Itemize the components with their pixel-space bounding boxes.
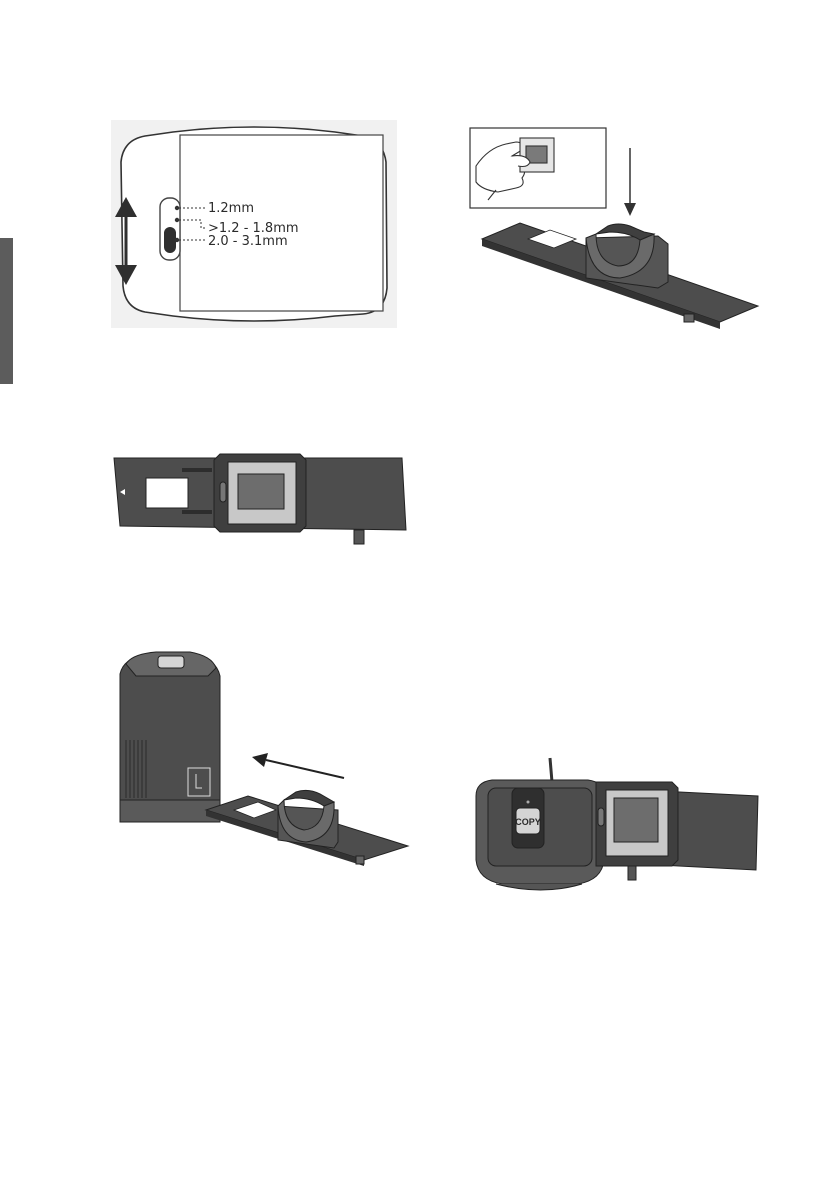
section-side-tab [0,238,13,384]
figure-tray-with-slide [112,452,412,548]
down-arrow-icon [624,148,636,216]
slide-tray [596,782,758,880]
scanner-device [120,652,220,822]
marker-dot-2 [175,218,179,222]
marker-dot-1 [175,206,179,210]
holder-switch [220,482,226,502]
figure-insert-slide-into-tray [468,126,768,336]
thickness-label-3: 2.0 - 3.1mm [208,234,288,249]
tray-opening [146,478,188,508]
tray-rail-bottom [182,510,212,514]
scanner-cable [550,758,552,782]
left-arrow-icon [252,753,344,778]
slide-picture [238,474,284,509]
tray-rail-top [182,468,212,472]
figure-slide-thickness-selector: 1.2mm >1.2 - 1.8mm 2.0 - 3.1mm [111,120,397,328]
copy-button-label: COPY [515,817,541,827]
figure-scanner-top-view: COPY [472,756,762,896]
marker-dot-3 [175,238,179,242]
scanner-device: COPY [476,780,604,890]
figure-insert-tray-into-scanner [112,650,412,880]
slide-tray [482,223,758,329]
tray-tab [354,530,364,544]
slide-tray [206,790,408,866]
thickness-label-1: 1.2mm [208,201,254,216]
thickness-slider-knob [164,227,176,253]
